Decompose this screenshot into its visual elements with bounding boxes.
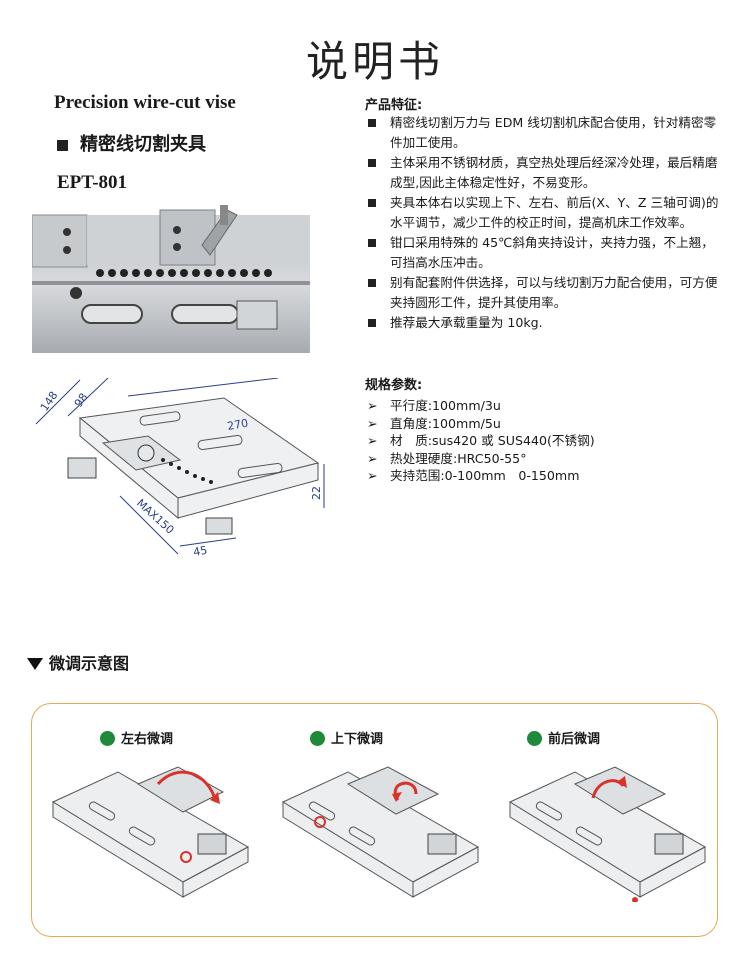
dim-270: 270 <box>226 417 249 433</box>
dim-22: 22 <box>310 486 323 500</box>
spec-item: ➢ 材 质:sus420 或 SUS440(不锈钢) <box>365 432 595 450</box>
features-heading: 产品特征: <box>365 98 423 113</box>
feature-item: 夹具本体右以实现上下、左右、前后(X、Y、Z 三轴可调)的水平调节，减少工件的校… <box>365 193 725 233</box>
feature-item: 推荐最大承载重量为 10kg. <box>365 313 725 333</box>
specs-list: ➢ 平行度:100mm/3u ➢ 直角度:100mm/5u ➢ 材 质:sus420 … <box>365 397 595 485</box>
adjust-label-text: 上下微调 <box>331 732 384 747</box>
feature-item: 钳口采用特殊的 45℃斜角夹持设计，夹持力强，不上翘，可挡高水压冲击。 <box>365 233 725 273</box>
triangle-down-icon <box>27 658 43 670</box>
feature-item: 别有配套附件供选择，可以与线切割万力配合使用，可方便夹持圆形工件，提升其使用率。 <box>365 273 725 313</box>
arrow-bullet-icon: ➢ <box>367 398 378 413</box>
arrow-bullet-icon: ➢ <box>367 415 378 431</box>
arrow-bullet-icon: ➢ <box>367 450 378 466</box>
dim-98: 98 <box>72 391 91 410</box>
green-dot-icon <box>527 731 542 746</box>
product-name-cn-text: 精密线切割夹具 <box>80 134 206 155</box>
fine-adjust-heading-text: 微调示意图 <box>49 654 130 673</box>
spec-text: 热处理硬度:HRC50-55° <box>390 450 527 466</box>
features-list: 精密线切割万力与 EDM 线切割机床配合使用，针对精密零件加工使用。 主体采用不… <box>365 113 725 333</box>
spec-item: ➢ 热处理硬度:HRC50-55° <box>365 450 595 468</box>
vise-photo <box>32 205 310 353</box>
adjust-label-text: 左右微调 <box>121 732 174 747</box>
adjust-figure-left-right <box>51 766 250 898</box>
product-name-cn: 精密线切割夹具 <box>57 130 206 156</box>
fine-adjust-heading: 微调示意图 <box>27 650 129 674</box>
adjust-label-up-down: 上下微调 <box>310 728 383 747</box>
dim-148: 148 <box>38 389 61 414</box>
dimension-drawing: 148 98 270 22 MAX150 45 <box>35 378 325 559</box>
adjust-label-left-right: 左右微调 <box>100 728 173 747</box>
spec-text: 直角度:100mm/5u <box>390 415 501 431</box>
hole-row <box>96 269 272 277</box>
spec-text: 平行度:100mm/3u <box>390 398 501 413</box>
spec-text: 材 质:sus420 或 SUS440(不锈钢) <box>390 433 595 448</box>
feature-item: 精密线切割万力与 EDM 线切割机床配合使用，针对精密零件加工使用。 <box>365 113 725 153</box>
product-name-en: Precision wire-cut vise <box>54 92 236 113</box>
feature-item: 主体采用不锈钢材质，真空热处理后经深冷处理，最后精磨成型,因此主体稳定性好，不易… <box>365 153 725 193</box>
green-dot-icon <box>100 731 115 746</box>
arrow-bullet-icon: ➢ <box>367 433 378 448</box>
adjust-figure-front-back <box>508 766 707 902</box>
spec-item: ➢ 夹持范围:0-100mm 0-150mm <box>365 467 595 485</box>
spec-text: 夹持范围:0-100mm 0-150mm <box>390 468 580 483</box>
fine-adjust-panel <box>31 703 718 937</box>
specs-heading: 规格参数: <box>365 378 423 393</box>
adjust-label-text: 前后微调 <box>548 732 601 747</box>
adjust-figure-up-down <box>281 766 480 898</box>
spec-item: ➢ 直角度:100mm/5u <box>365 415 595 433</box>
spec-item: ➢ 平行度:100mm/3u <box>365 397 595 415</box>
document-title: 说明书 <box>305 37 444 86</box>
adjust-label-front-back: 前后微调 <box>527 728 600 747</box>
green-dot-icon <box>310 731 325 746</box>
arrow-bullet-icon: ➢ <box>367 468 378 483</box>
product-model: EPT-801 <box>57 172 128 193</box>
dim-45: 45 <box>192 544 208 559</box>
square-bullet-icon <box>57 139 68 151</box>
